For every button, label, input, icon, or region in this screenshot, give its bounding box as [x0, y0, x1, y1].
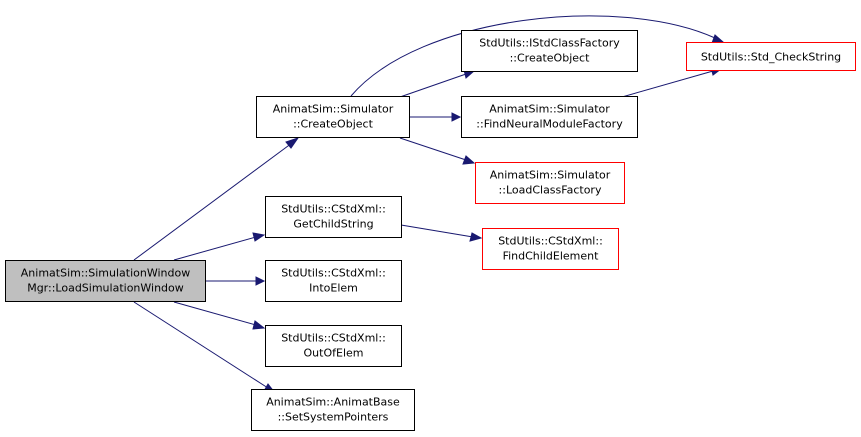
- edge-root-to-set-system-pointers: [133, 301, 269, 389]
- edge-arrow: [451, 112, 462, 122]
- node-label-line1: StdUtils::Std_CheckString: [701, 51, 841, 64]
- edge-sim-create-to-load-class-factory: [399, 137, 467, 161]
- edge-root-to-get-child-string: [173, 236, 257, 261]
- edges: [133, 15, 725, 394]
- node-label-line1: AnimatSim::Simulator: [489, 103, 610, 116]
- node-find-neural-module-factory[interactable]: AnimatSim::Simulator ::FindNeuralModuleF…: [461, 96, 638, 138]
- node-box: [265, 325, 402, 367]
- node-label-line1: StdUtils::CStdXml::: [281, 332, 386, 345]
- node-box: [482, 228, 619, 270]
- node-label-line2: GetChildString: [293, 218, 373, 231]
- node-label-line1: AnimatSim::AnimatBase: [266, 396, 400, 409]
- node-get-child-string[interactable]: StdUtils::CStdXml:: GetChildString: [265, 196, 402, 238]
- edge-arrow: [285, 137, 300, 149]
- edge-arrow: [462, 155, 476, 165]
- edge-get-child-string-to-find-child-element: [400, 224, 474, 238]
- node-set-system-pointers[interactable]: AnimatSim::AnimatBase ::SetSystemPointer…: [251, 389, 415, 431]
- node-label-line1: StdUtils::IStdClassFactory: [479, 37, 620, 50]
- node-std-check-string[interactable]: StdUtils::Std_CheckString: [686, 42, 856, 71]
- node-box: [256, 96, 410, 138]
- edge-root-to-out-of-elem: [173, 301, 257, 326]
- node-box: [265, 196, 402, 238]
- node-label-line2: ::FindNeuralModuleFactory: [476, 118, 623, 131]
- node-box: [265, 260, 402, 302]
- node-find-child-element[interactable]: StdUtils::CStdXml:: FindChildElement: [482, 228, 619, 270]
- node-label-line2: Mgr::LoadSimulationWindow: [27, 282, 184, 295]
- node-box: [686, 42, 856, 71]
- edge-sim-create-to-istd-create: [399, 73, 467, 98]
- node-label-line1: StdUtils::CStdXml::: [498, 235, 603, 248]
- edge-arrow: [711, 34, 725, 44]
- node-box: [475, 162, 625, 204]
- node-box: [251, 389, 415, 431]
- node-label-line2: ::LoadClassFactory: [499, 184, 602, 197]
- node-label-line2: ::SetSystemPointers: [278, 411, 389, 424]
- edge-sim-create-to-check-string: [350, 15, 716, 97]
- node-load-class-factory[interactable]: AnimatSim::Simulator ::LoadClassFactory: [475, 162, 625, 204]
- node-box: [5, 260, 206, 302]
- node-out-of-elem[interactable]: StdUtils::CStdXml:: OutOfElem: [265, 325, 402, 367]
- node-label-line1: AnimatSim::Simulator: [273, 103, 394, 116]
- node-label-line2: IntoElem: [309, 282, 358, 295]
- node-into-elem[interactable]: StdUtils::CStdXml:: IntoElem: [265, 260, 402, 302]
- nodes: AnimatSim::SimulationWindow Mgr::LoadSim…: [5, 30, 856, 431]
- edge-arrow: [252, 232, 266, 242]
- edge-arrow: [255, 276, 266, 286]
- node-box: [461, 96, 638, 138]
- edge-root-to-sim-create: [133, 142, 293, 261]
- node-label-line2: FindChildElement: [503, 250, 600, 263]
- edge-arrow: [252, 320, 266, 330]
- node-istd-class-factory-create-object[interactable]: StdUtils::IStdClassFactory ::CreateObjec…: [461, 30, 638, 72]
- node-label-line2: ::CreateObject: [293, 118, 373, 131]
- edge-find-neural-to-check-string: [621, 70, 714, 98]
- node-label-line1: StdUtils::CStdXml::: [281, 267, 386, 280]
- node-label-line1: AnimatSim::SimulationWindow: [21, 267, 190, 280]
- node-label-line1: StdUtils::CStdXml::: [281, 203, 386, 216]
- node-label-line2: ::CreateObject: [510, 52, 590, 65]
- edge-arrow: [469, 232, 483, 242]
- node-label-line2: OutOfElem: [304, 347, 364, 360]
- node-simulator-create-object[interactable]: AnimatSim::Simulator ::CreateObject: [256, 96, 410, 138]
- node-load-simulation-window[interactable]: AnimatSim::SimulationWindow Mgr::LoadSim…: [5, 260, 206, 302]
- node-box: [461, 30, 638, 72]
- node-label-line1: AnimatSim::Simulator: [490, 169, 611, 182]
